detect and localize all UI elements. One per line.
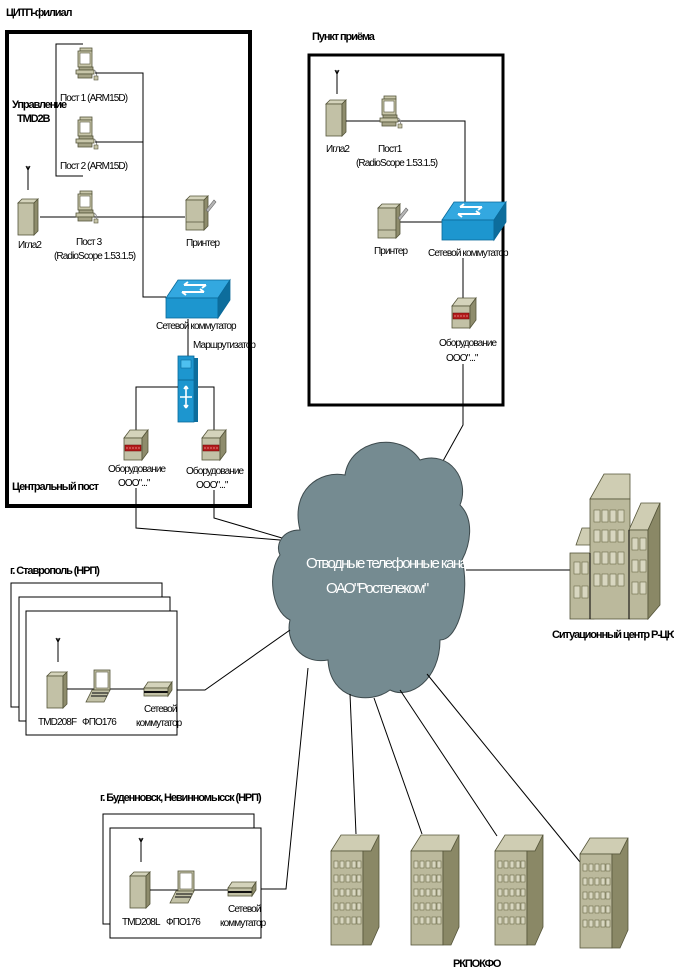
equipment2-label-1: Оборудование xyxy=(186,465,245,477)
budennovsk-laptop-label: ФПО176 xyxy=(166,917,201,928)
budennovsk-receiver-icon[interactable] xyxy=(129,871,151,909)
central-office-title: ЦИТП-филиал xyxy=(6,7,72,19)
link-equipment1-cloud xyxy=(135,488,281,541)
radio-receiver-icon[interactable] xyxy=(325,99,347,137)
remote-equipment-label-2: ООО"..." xyxy=(446,353,479,364)
stavropol-title: г. Ставрополь (НРП) xyxy=(10,565,100,577)
central-office-frame xyxy=(5,30,252,508)
situation-center-label: Ситуационный центр Р-ЦЮФО xyxy=(552,629,674,641)
cloud-label-1: Отводные телефонные каналы xyxy=(306,555,483,572)
stavropol-switch-label-1: Сетевой xyxy=(144,704,177,715)
link-budennovsk-cloud xyxy=(261,667,309,890)
remote-post1-label-1: Пост1 xyxy=(378,144,403,155)
link-stavropol-cloud xyxy=(177,629,291,691)
post3-pc-icon[interactable] xyxy=(75,190,99,224)
budennovsk-switch-label-2: коммутатор xyxy=(220,918,267,929)
buildings-group: РКПОКФО xyxy=(330,673,629,970)
equipment1-label-2: ООО"..." xyxy=(118,478,151,489)
post1-label: Пост 1 (ARM15D) xyxy=(60,93,128,104)
remote-printer-label: Принтер xyxy=(374,246,408,257)
remote-post1-label-2: (RadioScope 1.53.1.5) xyxy=(356,158,438,169)
radio-label: Игла2 xyxy=(18,240,42,251)
remote-node-title: Пункт приёма xyxy=(312,31,376,43)
link-remote-cloud xyxy=(437,405,464,471)
remote-node-group: Пункт приёма Игла2 Пост1 (RadioScope 1.5… xyxy=(307,31,510,407)
post3-label-2: (RadioScope 1.53.1.5) xyxy=(54,251,136,262)
budennovsk-switch-label-1: Сетевой xyxy=(228,904,261,915)
equipment2-label-2: ООО"..." xyxy=(196,480,229,491)
building-3-icon[interactable] xyxy=(494,834,544,946)
situation-center-group: Ситуационный центр Р-ЦЮФО xyxy=(466,473,674,641)
equipment1-icon[interactable] xyxy=(123,429,149,461)
post3-label-1: Пост 3 xyxy=(76,237,103,248)
antenna-icon xyxy=(334,69,340,95)
equipment1-label-1: Оборудование xyxy=(108,463,167,475)
printer-label: Принтер xyxy=(186,238,220,249)
remote-radio-label: Игла2 xyxy=(326,144,350,155)
stavropol-receiver-icon[interactable] xyxy=(46,671,68,709)
post1-pc-icon[interactable] xyxy=(75,47,99,81)
cloud-label-2: ОАО"Ростелеком" xyxy=(326,580,429,597)
radio-receiver-icon[interactable] xyxy=(17,198,39,236)
link-equipment2-cloud xyxy=(213,490,283,539)
management-label-2: TMD2B xyxy=(17,113,51,125)
building-1-icon[interactable] xyxy=(330,834,380,946)
budennovsk-switch-icon[interactable] xyxy=(227,881,257,897)
remote-post1-pc-icon[interactable] xyxy=(379,95,403,129)
remote-printer-icon[interactable] xyxy=(377,203,409,239)
switch-label: Сетевой коммутатор xyxy=(156,321,237,332)
printer-icon[interactable] xyxy=(185,195,217,231)
stavropol-laptop-label: ФПО176 xyxy=(82,717,117,728)
post2-label: Пост 2 (ARM15D) xyxy=(60,161,128,172)
network-switch-icon[interactable] xyxy=(165,279,231,319)
post2-pc-icon[interactable] xyxy=(75,116,99,150)
management-label-1: Управление xyxy=(12,99,67,111)
router-label: Маршрутизатор xyxy=(193,340,256,351)
stavropol-switch-icon[interactable] xyxy=(143,681,173,697)
remote-equipment-icon[interactable] xyxy=(451,297,477,329)
buildings-label: РКПОКФО xyxy=(453,958,502,970)
telecom-cloud: Отводные телефонные каналы ОАО"Ростелеко… xyxy=(272,441,485,699)
central-office-group: ЦИТП-филиал Управление TMD2B Пост 1 (ARM… xyxy=(5,7,257,508)
central-post-label: Центральный пост xyxy=(12,481,100,493)
antenna-icon xyxy=(25,165,31,191)
stavropol-group: г. Ставрополь (НРП) TMD208F ФПО176 Сетев… xyxy=(10,565,184,736)
budennovsk-receiver-label: TMD208L xyxy=(122,917,161,928)
equipment2-icon[interactable] xyxy=(201,429,227,461)
remote-node-frame xyxy=(307,53,505,407)
stavropol-receiver-label: TMD208F xyxy=(38,717,77,728)
remote-switch-icon[interactable] xyxy=(441,201,507,241)
remote-equipment-label-1: Оборудование xyxy=(439,337,498,349)
building-4-icon[interactable] xyxy=(579,837,629,949)
remote-switch-label: Сетевой коммутатор xyxy=(428,248,509,259)
building-2-icon[interactable] xyxy=(410,834,460,946)
stavropol-switch-label-2: коммутатор xyxy=(136,718,183,729)
router-icon[interactable] xyxy=(177,355,199,423)
cloud-shape xyxy=(272,441,471,699)
budennovsk-group: г. Буденновск, Невинномысск (НРП) TMD208… xyxy=(100,792,268,939)
budennovsk-title: г. Буденновск, Невинномысск (НРП) xyxy=(100,792,262,804)
